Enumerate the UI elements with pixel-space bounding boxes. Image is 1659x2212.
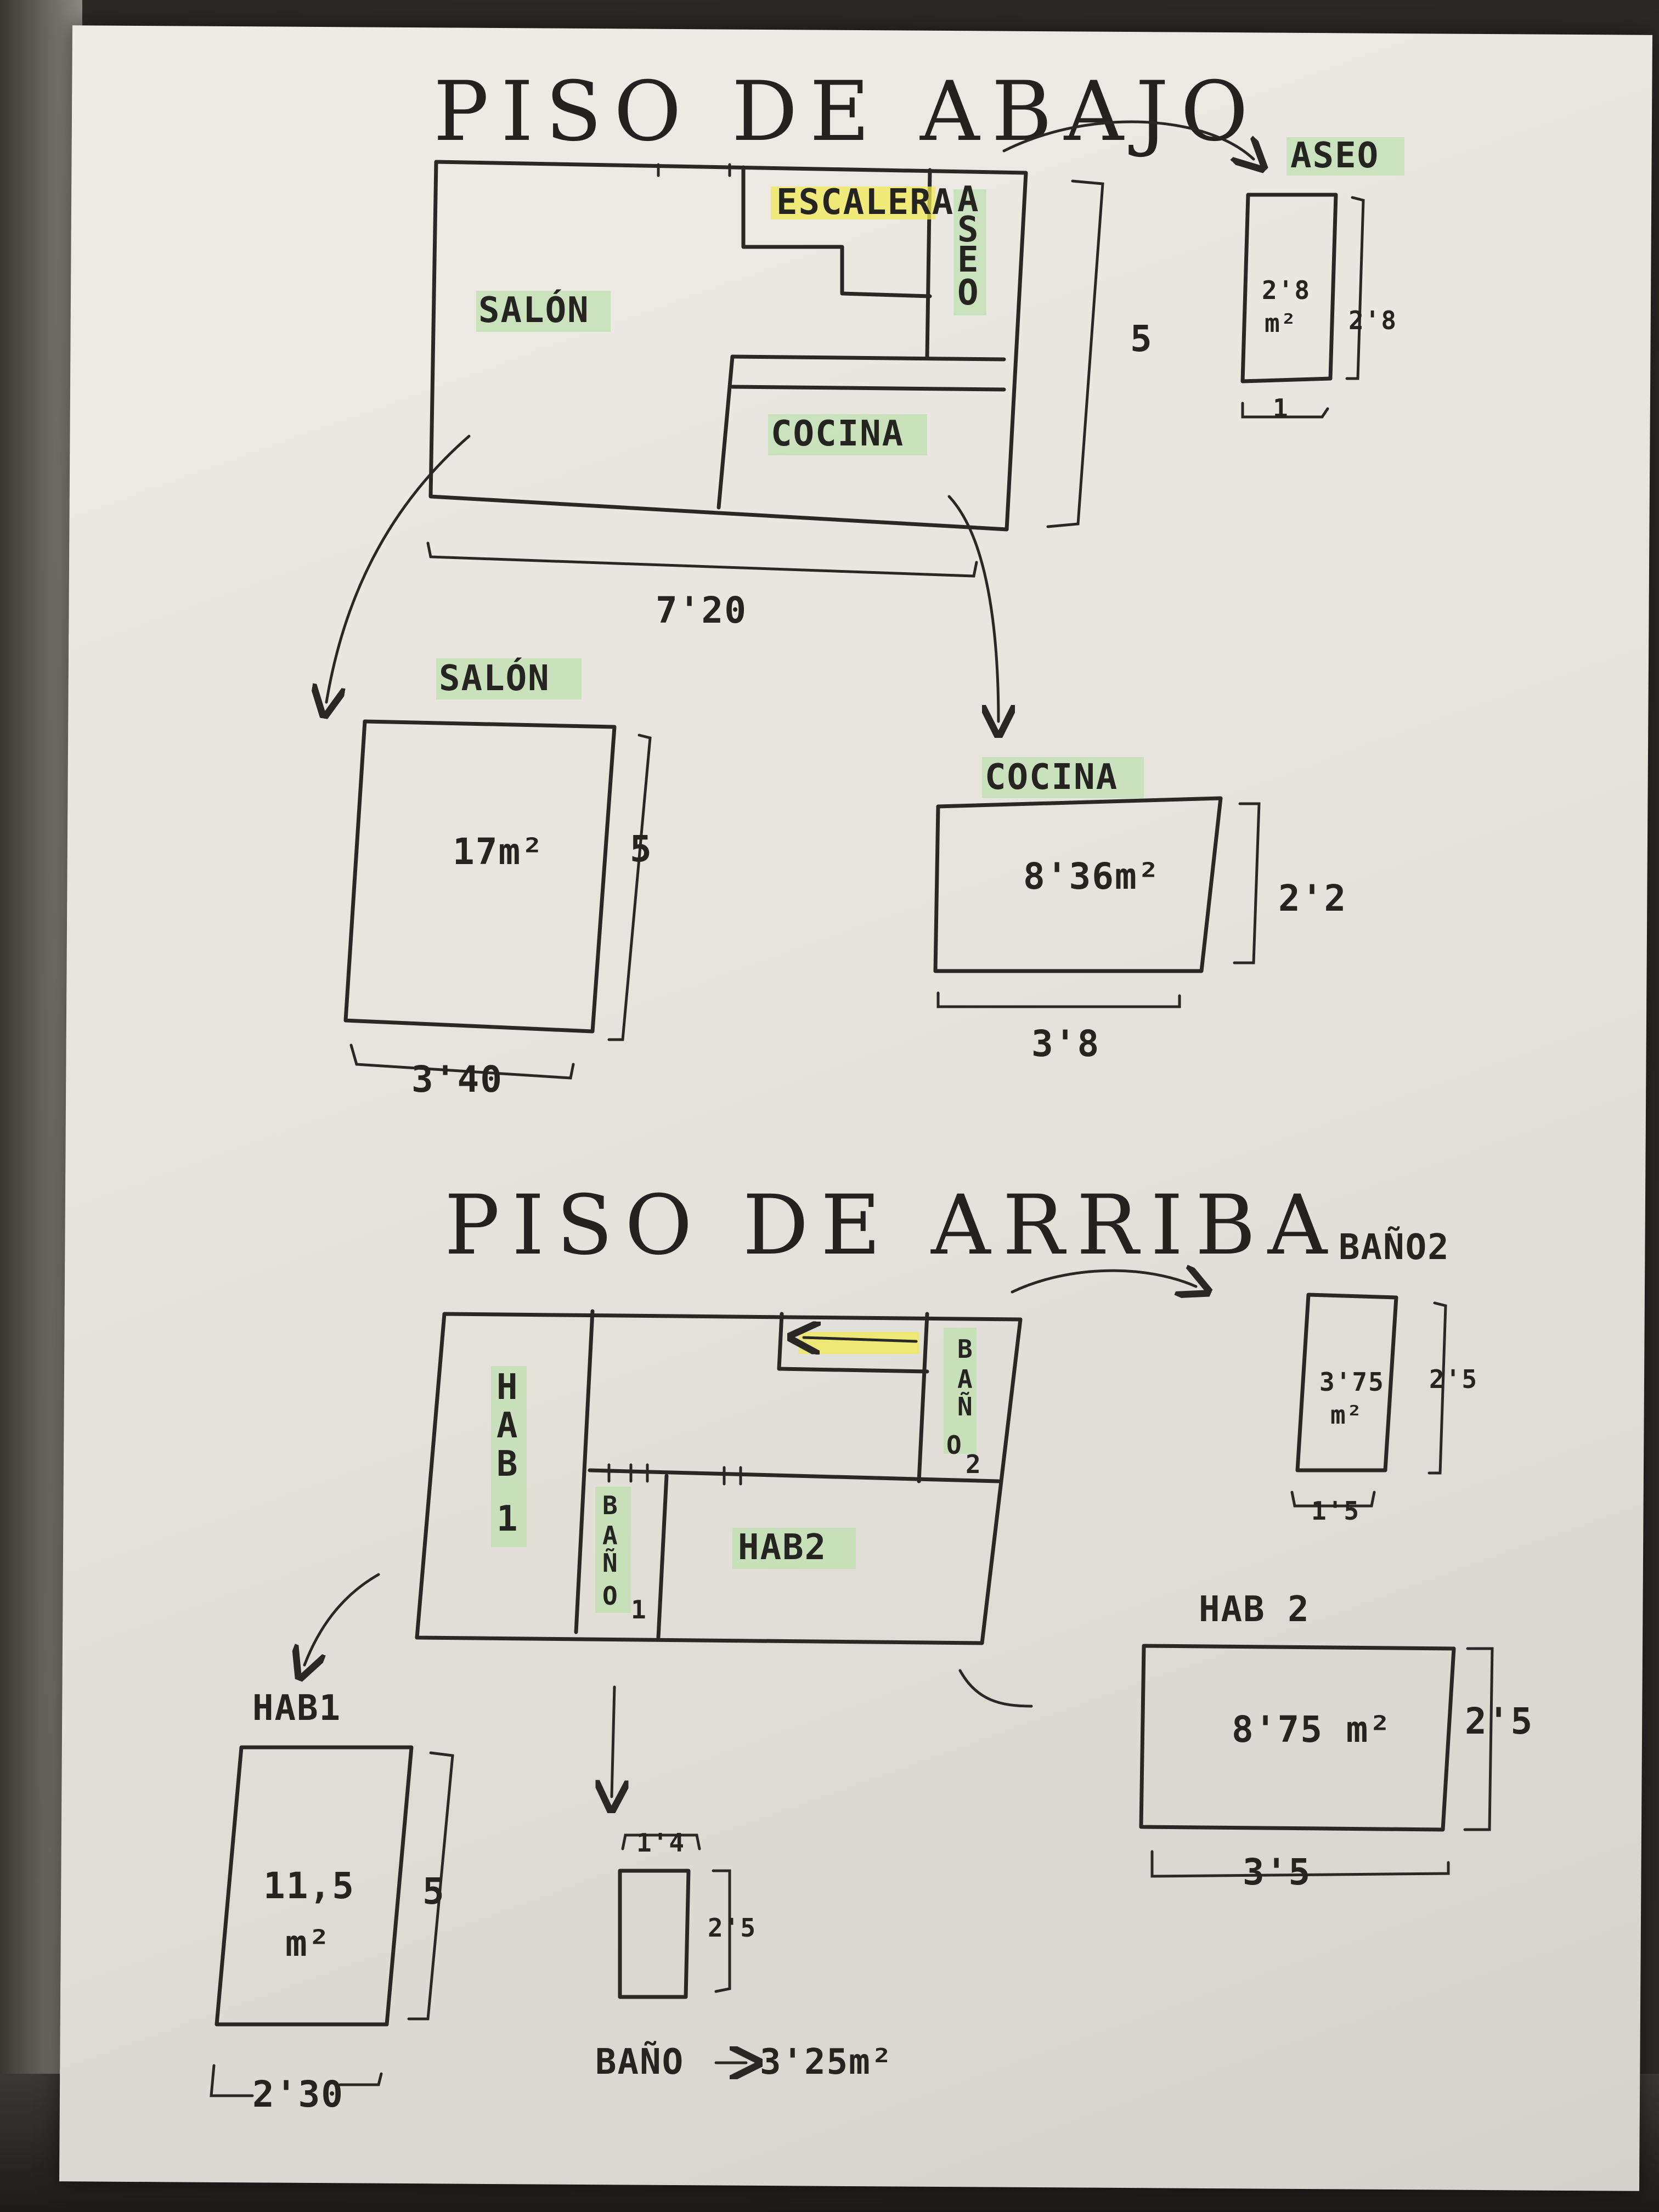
label-hab1-a: A [496, 1406, 519, 1446]
stairs-arrow [804, 1338, 918, 1341]
highlight-stairs-arrow [798, 1332, 919, 1354]
highlight-hab1-plan [491, 1366, 527, 1547]
room-cocina-side-dim: 2'2 [1278, 877, 1347, 919]
room-bano1-caption-right: 3'25m² [760, 2042, 893, 2083]
room-bano1: 1'4 2'5 BAÑO 3'25m² [595, 1828, 893, 2083]
highlight-salon-plan [476, 291, 611, 332]
label-aseo-s: S [957, 210, 980, 250]
room-salon-area: 17m² [453, 831, 544, 873]
room-bano1-side-dim: 2'5 [708, 1913, 757, 1943]
label-bano2-n: Ñ [957, 1392, 974, 1421]
room-salon-side-dim: 5 [630, 828, 653, 870]
highlight-bano1-plan [595, 1487, 631, 1613]
room-salon-name: SALÓN [439, 657, 550, 699]
room-hab1-name: HAB1 [252, 1688, 341, 1729]
label-bano1-sub: 1 [631, 1595, 647, 1624]
dim-width-abajo: 7'20 [656, 589, 747, 631]
room-hab2-side-dim: 2'5 [1465, 1700, 1533, 1742]
room-hab2-bottom-dim: 3'5 [1243, 1851, 1311, 1893]
room-hab2-area: 8'75 m² [1232, 1708, 1392, 1751]
title-piso-abajo: PISO DE ABAJO [433, 64, 1260, 160]
room-salon: SALÓN 17m² 5 3'40 [343, 657, 653, 1101]
highlight-bano2-plan [944, 1328, 977, 1454]
room-aseo-area: 2'8 [1262, 275, 1311, 305]
label-cocina-plan: COCINA [771, 414, 904, 454]
room-hab1-bottom-dim: 2'30 [252, 2073, 344, 2115]
highlight-escalera [771, 187, 935, 219]
label-bano1-b: B [602, 1491, 619, 1520]
dim-height-abajo: 5 [1130, 318, 1153, 360]
label-bano2-o: O [946, 1430, 963, 1460]
label-salon-plan: SALÓN [478, 289, 590, 331]
upper-floor-plan [415, 1309, 1023, 1645]
label-hab1-1: 1 [496, 1499, 519, 1539]
label-aseo-a: A [957, 179, 980, 220]
label-bano1-a: A [602, 1521, 619, 1550]
room-aseo-side-dim: 2'8 [1348, 306, 1397, 335]
room-hab1: HAB1 11,5 m² 5 2'30 [210, 1688, 454, 2115]
room-hab2: HAB 2 8'75 m² 2'5 3'5 [1139, 1589, 1533, 1893]
label-bano1-o: O [602, 1581, 619, 1611]
room-salon-bottom-dim: 3'40 [411, 1058, 503, 1101]
room-hab1-unit: m² [285, 1922, 331, 1965]
room-cocina-name: COCINA [985, 757, 1118, 798]
label-aseo-e: E [957, 240, 980, 280]
label-bano1-n: Ñ [602, 1548, 619, 1578]
room-hab2-name: HAB 2 [1199, 1589, 1310, 1630]
room-hab1-area: 11,5 [263, 1865, 355, 1907]
title-piso-arriba: PISO DE ARRIBA [444, 1178, 1339, 1273]
room-bano2-bottom-dim: 1'5 [1311, 1496, 1360, 1526]
room-bano2: BAÑO2 3'75 m² 2'5 1'5 [1290, 1226, 1478, 1526]
room-aseo-bottom-dim: 1 [1273, 393, 1289, 423]
ground-floor-plan [428, 160, 1028, 532]
highlight-hab2-plan [732, 1528, 856, 1569]
room-aseo-unit: m² [1265, 308, 1297, 338]
room-bano2-unit: m² [1330, 1400, 1363, 1430]
highlight-aseo [953, 189, 986, 315]
room-cocina: COCINA 8'36m² 2'2 3'8 [933, 757, 1347, 1065]
room-cocina-area: 8'36m² [1023, 855, 1160, 898]
room-bano1-caption-left: BAÑO [595, 2041, 684, 2083]
room-bano2-name: BAÑO2 [1339, 1226, 1450, 1268]
room-bano2-side-dim: 2'5 [1429, 1364, 1478, 1394]
room-hab1-side-dim: 5 [422, 1870, 445, 1912]
label-hab1-b: B [496, 1444, 519, 1485]
label-escalera: ESCALERA [776, 182, 954, 223]
highlight-cocina-plan [768, 414, 927, 455]
room-aseo: ASEO 2'8 m² 2'8 1 [1240, 136, 1404, 423]
room-aseo-name: ASEO [1290, 136, 1379, 176]
room-bano1-top-dim: 1'4 [636, 1828, 685, 1858]
label-aseo-o: O [957, 273, 980, 313]
label-hab1-h: H [496, 1367, 519, 1408]
label-bano2-b: B [957, 1334, 974, 1364]
label-bano2-a: A [957, 1364, 974, 1394]
room-bano2-area: 3'75 [1319, 1367, 1385, 1397]
label-hab2-plan: HAB2 [738, 1527, 827, 1568]
label-bano2-sub: 2 [966, 1449, 982, 1479]
room-cocina-bottom-dim: 3'8 [1031, 1023, 1100, 1065]
